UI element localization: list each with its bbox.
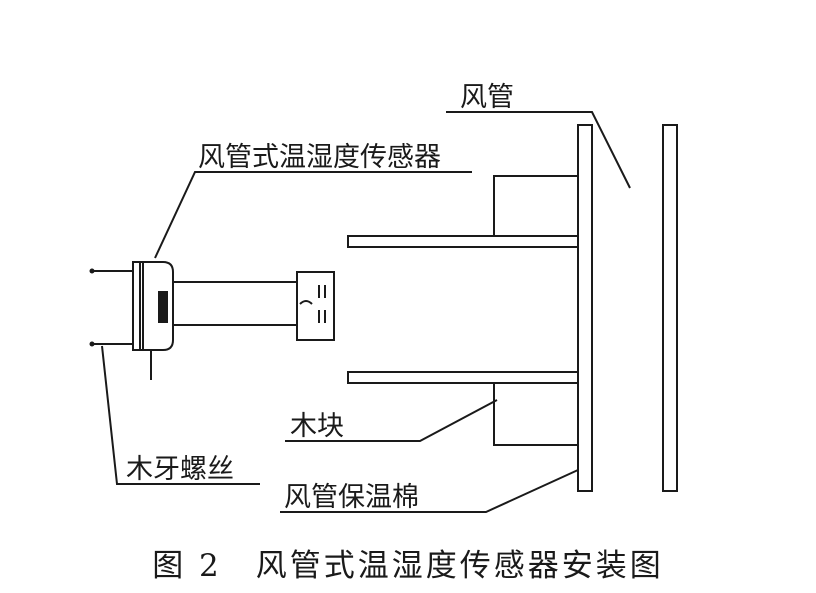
screw-dot-top [89,268,95,274]
label-sensor: 风管式温湿度传感器 [198,142,441,173]
label-wood-block: 木块 [290,411,344,442]
screw-dot-bottom [89,341,95,347]
wood-block-upper [493,175,579,237]
wood-block-lower [493,382,579,446]
sensor-assembly [132,261,335,380]
insulation-strip-upper [347,235,579,248]
label-duct-insulation: 风管保温棉 [284,482,419,513]
duct-wall-right [662,124,678,492]
sensor-connector [158,291,168,323]
duct-wall-left [577,124,593,492]
insulation-strip-lower [347,371,579,384]
label-wood-screw: 木牙螺丝 [126,454,234,485]
label-duct: 风管 [460,82,514,113]
figure-caption: 图 2 风管式温湿度传感器安装图 [152,548,664,584]
